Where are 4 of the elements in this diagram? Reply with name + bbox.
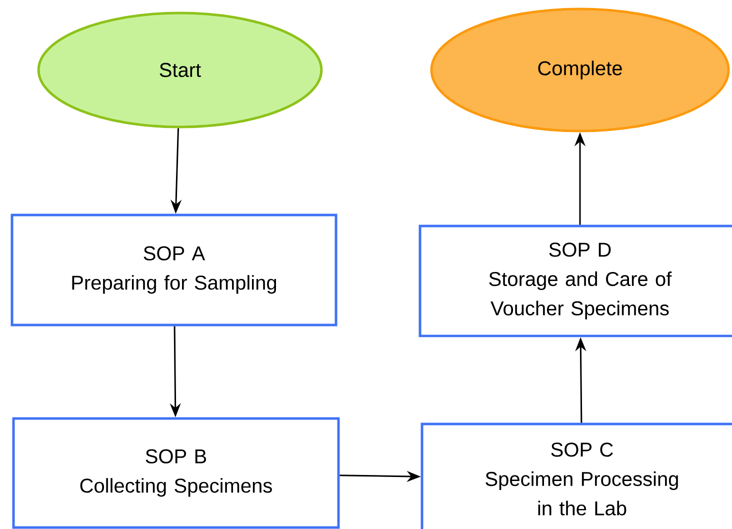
process-box: SOP A Preparing for Sampling — [10, 214, 338, 326]
process-box: SOP B Collecting Specimens — [12, 417, 340, 529]
process-box: SOP C Specimen Processing in the Lab — [420, 422, 732, 529]
process-box: SOP D Storage and Care of Voucher Specimens — [418, 224, 732, 338]
